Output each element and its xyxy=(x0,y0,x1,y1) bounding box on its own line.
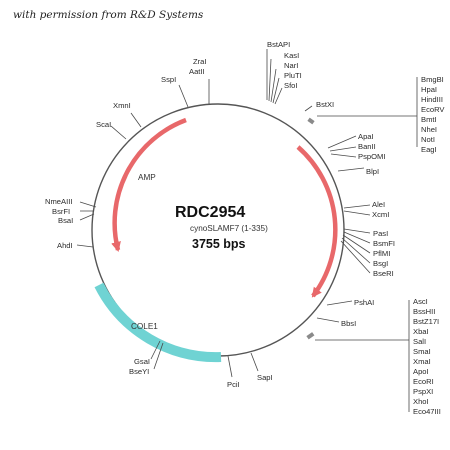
site-apai: ApaI xyxy=(358,132,374,141)
scai-tick xyxy=(110,125,127,140)
amp-arrow xyxy=(111,117,187,252)
mcs-top-5: BmtI xyxy=(421,115,437,124)
backbone-mark-top xyxy=(307,117,315,125)
site-pspomi: PspOMI xyxy=(358,152,385,161)
site-bstxi: BstXI xyxy=(316,100,334,109)
left-ticks xyxy=(79,201,97,221)
mcs-top-8: EagI xyxy=(421,145,437,154)
site-bbsi: BbsI xyxy=(341,319,356,328)
plasmid-size: 3755 bps xyxy=(192,237,246,251)
site-bseyi: BseYI xyxy=(129,367,149,376)
site-pcii: PciI xyxy=(227,380,240,389)
mcs-bottom-1: AscI xyxy=(413,297,428,306)
top-right-ticks xyxy=(266,49,283,105)
backbone-mark-bottom xyxy=(306,332,315,340)
site-xcmi: XcmI xyxy=(372,210,389,219)
mcs-top-6: NheI xyxy=(421,125,437,134)
blpi-tick xyxy=(337,167,365,172)
mcs-top-4: EcoRV xyxy=(421,105,445,114)
site-banii: BanII xyxy=(358,142,376,151)
bbsi-tick xyxy=(316,317,340,323)
mcs-bottom-12: Eco47III xyxy=(413,407,441,416)
mcs-bottom-bracket xyxy=(315,300,410,412)
site-nari: NarI xyxy=(284,61,298,70)
site-gsai: GsaI xyxy=(134,357,150,366)
cole1-feature xyxy=(94,282,222,363)
mid-right-ticks xyxy=(340,228,371,274)
site-bsgi: BsgI xyxy=(373,259,388,268)
site-bsmfi: BsmFI xyxy=(373,239,395,248)
cole1-label: COLE1 xyxy=(131,322,158,331)
site-bstapi: BstAPI xyxy=(267,40,290,49)
bstxi-tick xyxy=(304,105,313,112)
insert-name: cynoSLAMF7 (1-335) xyxy=(190,224,268,233)
site-kasi: KasI xyxy=(284,51,299,60)
pshai-tick xyxy=(326,300,353,306)
gsai-ticks xyxy=(150,340,164,370)
amp-label: AMP xyxy=(138,173,156,182)
mcs-top-2: HpaI xyxy=(421,85,437,94)
mcs-bottom-4: XbaI xyxy=(413,327,429,336)
mcs-top-7: NotI xyxy=(421,135,435,144)
site-pasi: PasI xyxy=(373,229,388,238)
apai-ticks xyxy=(327,135,357,158)
mcs-bottom-9: EcoRI xyxy=(413,377,434,386)
insert-arrow xyxy=(296,145,338,298)
site-zrai: ZraI xyxy=(193,57,207,66)
site-aatii: AatII xyxy=(189,67,205,76)
site-bsai: BsaI xyxy=(58,216,73,225)
site-ahdi: AhdI xyxy=(57,241,73,250)
site-bsrfi: BsrFI xyxy=(52,207,70,216)
xmni-tick xyxy=(130,112,142,128)
mcs-bottom-11: XhoI xyxy=(413,397,429,406)
site-sfoi: SfoI xyxy=(284,81,298,90)
site-nmeaiii: NmeAIII xyxy=(45,197,72,206)
mcs-top-3: HindIII xyxy=(421,95,443,104)
mcs-top-list: BmgBI HpaI HindIII EcoRV BmtI NheI NotI … xyxy=(421,75,445,154)
site-scai: ScaI xyxy=(96,120,111,129)
site-pluti: PluTI xyxy=(284,71,302,80)
sspi-tick xyxy=(178,84,189,108)
mcs-bottom-8: ApoI xyxy=(413,367,429,376)
mcs-bottom-list: AscI BssHII BstZ17I XbaI SalI SmaI XmaI … xyxy=(413,297,441,416)
site-xmni: XmnI xyxy=(113,101,131,110)
mcs-bottom-2: BssHII xyxy=(413,307,435,316)
site-alei: AleI xyxy=(372,200,385,209)
pcii-tick xyxy=(227,355,233,378)
site-blpi: BlpI xyxy=(366,167,379,176)
site-sspi: SspI xyxy=(161,75,176,84)
mcs-bottom-5: SalI xyxy=(413,337,426,346)
site-sapi: SapI xyxy=(257,373,273,382)
site-bseri: BseRI xyxy=(373,269,394,278)
mcs-bottom-3: BstZ17I xyxy=(413,317,439,326)
mcs-top-bracket xyxy=(317,77,418,147)
site-pflmi: PflMI xyxy=(373,249,390,258)
ahdi-tick xyxy=(76,244,94,248)
mcs-bottom-6: SmaI xyxy=(413,347,431,356)
site-pshai: PshAI xyxy=(354,298,374,307)
mcs-bottom-10: PspXI xyxy=(413,387,433,396)
plasmid-name: RDC2954 xyxy=(175,204,245,221)
mcs-top-1: BmgBI xyxy=(421,75,444,84)
permission-note: with permission from R&D Systems xyxy=(13,9,204,21)
mcs-bottom-7: XmaI xyxy=(413,357,431,366)
alei-ticks xyxy=(343,204,371,216)
sapi-tick xyxy=(250,352,259,372)
